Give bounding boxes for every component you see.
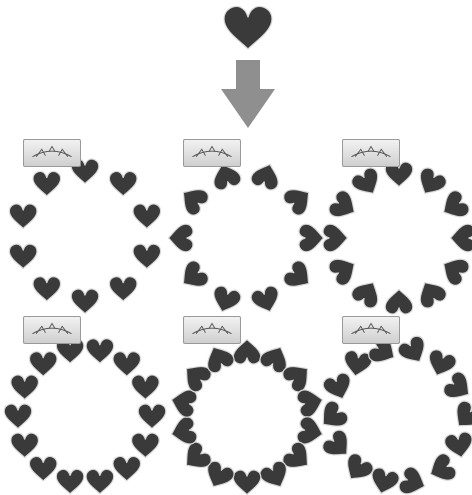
ring-1-heart-icon <box>109 277 137 301</box>
arc-align-option-1-icon <box>24 140 80 166</box>
ring-4-heart-icon <box>11 433 39 457</box>
alignment-option-button-5[interactable] <box>183 316 241 344</box>
ring-4-heart-icon <box>56 469 84 493</box>
ring-3-heart-icon <box>323 224 347 252</box>
ring-1-heart-icon <box>33 171 61 195</box>
ring-6-heart-icon <box>425 451 459 486</box>
ring-3-heart-icon <box>437 252 472 288</box>
ring-6-heart-icon <box>321 371 355 403</box>
ring-4-heart-icon <box>132 433 160 457</box>
ring-3-heart-icon <box>413 276 449 311</box>
ring-4-heart-icon <box>138 404 166 428</box>
arrow-down-icon <box>221 60 275 128</box>
ring-2-heart-icon <box>209 284 243 316</box>
alignment-option-button-1[interactable] <box>23 139 81 167</box>
ring-1-heart-icon <box>133 204 161 228</box>
ring-5-heart-icon <box>296 386 326 418</box>
ring-5-heart-icon <box>233 470 261 494</box>
ring-3-heart-icon <box>349 276 385 311</box>
arc-align-option-5-icon <box>184 317 240 343</box>
arc-align-option-6-icon <box>343 317 399 343</box>
arc-align-option-3-icon <box>343 140 399 166</box>
ring-3-heart-icon <box>349 165 385 200</box>
ring-3-heart-icon <box>413 165 449 200</box>
ring-2-heart-icon <box>281 258 317 295</box>
ring-1-heart-icon <box>71 289 99 313</box>
ring-4-heart-icon <box>113 456 141 480</box>
ring-2-heart-icon <box>249 160 283 192</box>
ring-2-heart-icon <box>175 258 211 295</box>
heart-icon <box>224 7 272 50</box>
ring-6-heart-icon <box>339 451 376 487</box>
ring-1-heart-icon <box>9 204 37 228</box>
arc-align-option-4-icon <box>24 317 80 343</box>
alignment-option-button-4[interactable] <box>23 316 81 344</box>
arc-align-option-2-icon <box>184 140 240 166</box>
ring-3-heart-icon <box>385 290 413 314</box>
ring-4-heart-icon <box>132 375 160 399</box>
ring-6-heart-icon <box>448 398 472 434</box>
ring-4-heart-icon <box>29 352 57 376</box>
ring-1-heart-icon <box>109 171 137 195</box>
ring-1-heart-icon <box>33 277 61 301</box>
ring-3-heart-icon <box>437 188 472 224</box>
ring-4-heart-icon <box>29 456 57 480</box>
ring-2-heart-icon <box>281 181 317 218</box>
ring-2-heart-icon <box>175 181 211 218</box>
ring-2-heart-icon <box>169 224 193 252</box>
alignment-option-button-3[interactable] <box>342 139 400 167</box>
ring-4-heart-icon <box>113 352 141 376</box>
ring-6-heart-icon <box>441 369 472 406</box>
ring-1-heart-icon <box>9 244 37 268</box>
ring-1-heart-icon <box>133 244 161 268</box>
ring-4-heart-icon <box>11 375 39 399</box>
ring-4-heart-icon <box>86 469 114 493</box>
ring-3-heart-icon <box>326 252 361 288</box>
ring-5-heart-icon <box>168 415 198 447</box>
ring-2-heart-icon <box>249 284 283 316</box>
ring-4-heart-icon <box>4 404 32 428</box>
ring-3-heart-icon <box>326 188 361 224</box>
ring-2-heart-icon <box>299 224 323 252</box>
alignment-option-button-2[interactable] <box>183 139 241 167</box>
ring-6-heart-icon <box>397 465 429 495</box>
alignment-option-button-6[interactable] <box>342 316 400 344</box>
ring-6-heart-icon <box>395 334 431 369</box>
ring-3-heart-icon <box>451 224 472 252</box>
ring-4-heart-icon <box>86 339 114 363</box>
